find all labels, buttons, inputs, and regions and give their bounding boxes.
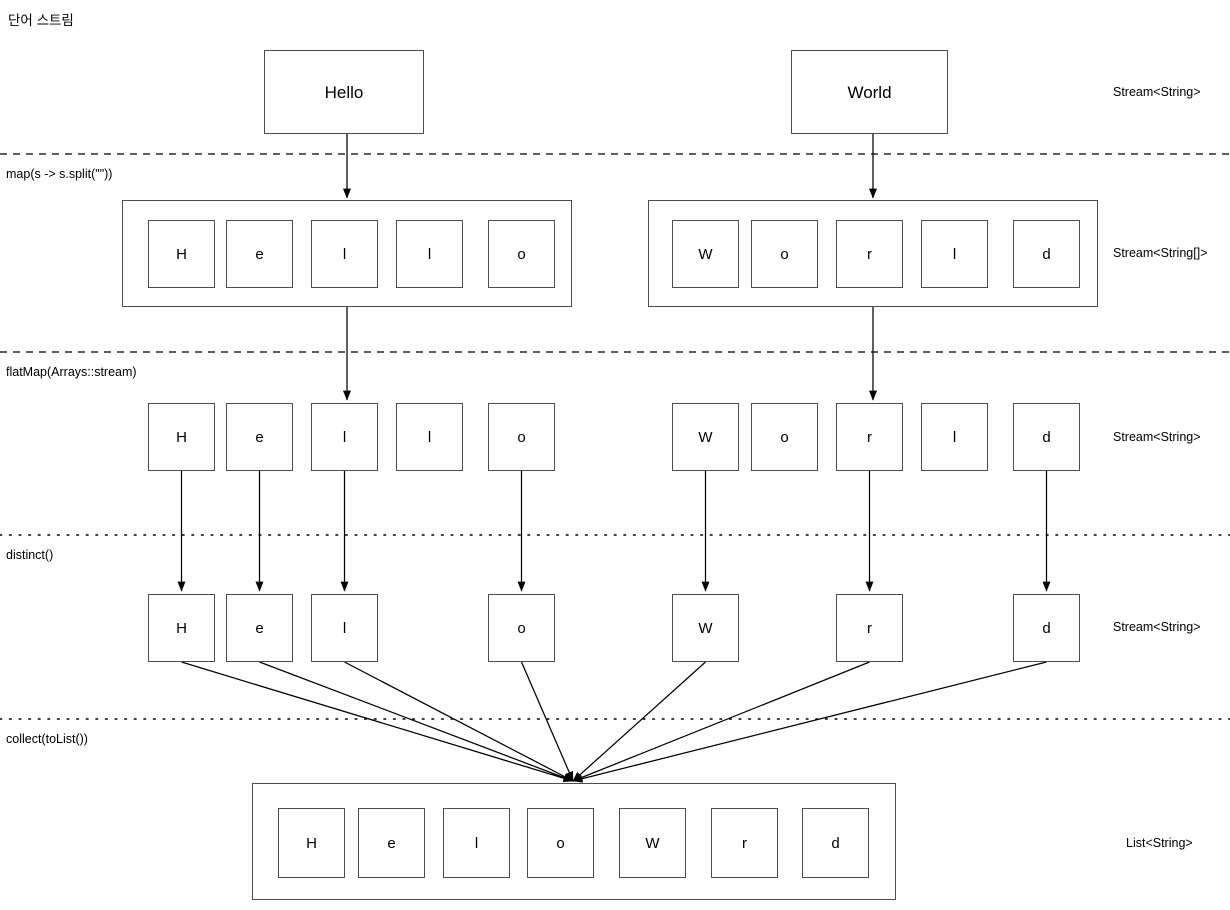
array-char-cell: l bbox=[921, 220, 988, 288]
flattened-char-cell: e bbox=[226, 403, 293, 471]
array-char-cell: d bbox=[1013, 220, 1080, 288]
distinct-char-cell: d bbox=[1013, 594, 1080, 662]
flattened-char-cell: r bbox=[836, 403, 903, 471]
operation-label-map: map(s -> s.split("")) bbox=[6, 167, 113, 181]
array-char-cell: W bbox=[672, 220, 739, 288]
type-label: Stream<String[]> bbox=[1113, 246, 1208, 260]
flattened-char-cell: o bbox=[488, 403, 555, 471]
flattened-char-cell: d bbox=[1013, 403, 1080, 471]
array-char-cell: l bbox=[311, 220, 378, 288]
type-label: Stream<String> bbox=[1113, 430, 1201, 444]
array-char-cell: o bbox=[488, 220, 555, 288]
source-word-box: Hello bbox=[264, 50, 424, 134]
result-char-cell: l bbox=[443, 808, 510, 878]
distinct-char-cell: e bbox=[226, 594, 293, 662]
page-title: 단어 스트림 bbox=[8, 13, 74, 28]
flattened-char-cell: o bbox=[751, 403, 818, 471]
result-char-cell: W bbox=[619, 808, 686, 878]
result-char-cell: d bbox=[802, 808, 869, 878]
result-char-cell: H bbox=[278, 808, 345, 878]
operation-label-collect: collect(toList()) bbox=[6, 732, 88, 746]
distinct-char-cell: r bbox=[836, 594, 903, 662]
operation-label-distinct: distinct() bbox=[6, 548, 54, 562]
array-char-cell: o bbox=[751, 220, 818, 288]
result-char-cell: r bbox=[711, 808, 778, 878]
flattened-char-cell: l bbox=[921, 403, 988, 471]
type-label: List<String> bbox=[1126, 836, 1193, 850]
distinct-char-cell: H bbox=[148, 594, 215, 662]
type-label: Stream<String> bbox=[1113, 620, 1201, 634]
flattened-char-cell: H bbox=[148, 403, 215, 471]
distinct-char-cell: l bbox=[311, 594, 378, 662]
result-char-cell: e bbox=[358, 808, 425, 878]
result-char-cell: o bbox=[527, 808, 594, 878]
array-char-cell: H bbox=[148, 220, 215, 288]
distinct-char-cell: o bbox=[488, 594, 555, 662]
type-label: Stream<String> bbox=[1113, 85, 1201, 99]
flattened-char-cell: W bbox=[672, 403, 739, 471]
array-char-cell: e bbox=[226, 220, 293, 288]
source-word-box: World bbox=[791, 50, 948, 134]
array-char-cell: l bbox=[396, 220, 463, 288]
flattened-char-cell: l bbox=[396, 403, 463, 471]
distinct-char-cell: W bbox=[672, 594, 739, 662]
operation-label-flatMap: flatMap(Arrays::stream) bbox=[6, 365, 137, 379]
array-char-cell: r bbox=[836, 220, 903, 288]
flattened-char-cell: l bbox=[311, 403, 378, 471]
